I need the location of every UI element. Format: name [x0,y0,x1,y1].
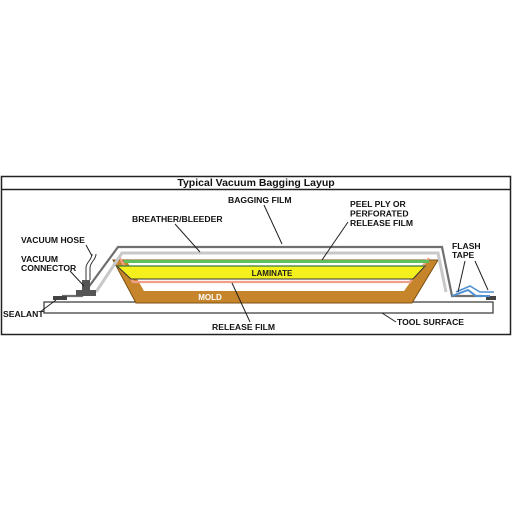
vacuum-connector-leader [69,270,85,287]
laminate-label: LAMINATE [252,269,293,278]
release-film-label: RELEASE FILM [212,322,275,332]
peel-ply-label-line1: PEEL PLY OR [350,199,407,209]
sealant-label: SEALANT [3,309,44,319]
flash-tape-label-line1: FLASH [452,241,481,251]
mold-label: MOLD [198,293,222,302]
vacuum-hose-outer [89,253,97,280]
flash-tape-label-line2: TAPE [452,250,475,260]
connector-base [76,290,96,296]
flash-tape-upper [455,285,494,293]
peel-ply-label-line2: PERFORATED [350,209,409,219]
diagram-title: Typical Vacuum Bagging Layup [177,177,334,189]
vacuum-connector [76,280,96,296]
peel-ply-label-line3: RELEASE FILM [350,218,413,228]
release-film-leader [231,282,251,323]
sealant-left [53,296,67,300]
tool-surface [43,301,494,314]
sealant-right [486,296,496,300]
vacuum-hose-label: VACUUM HOSE [21,235,85,245]
flash-tape-leader-b [474,260,489,291]
peel-ply-leader [321,221,349,261]
sealant-leader [39,299,57,313]
vacuum-connector-label-line2: CONNECTOR [21,263,77,273]
flash-tape-lower [451,288,490,297]
vacuum-connector-label-line1: VACUUM [21,254,58,264]
vacuum-hose-leader [85,244,93,257]
tool-surface-label: TOOL SURFACE [397,317,464,327]
flash-tape-leader-a [457,260,466,293]
tool-surface-leader [381,312,397,323]
breather-leader [174,223,201,253]
connector-body [82,280,90,290]
bagging-film-label: BAGGING FILM [228,195,292,205]
breather-layer [94,251,448,293]
bagging-film-leader [263,204,283,245]
breather-label: BREATHER/BLEEDER [132,214,223,224]
